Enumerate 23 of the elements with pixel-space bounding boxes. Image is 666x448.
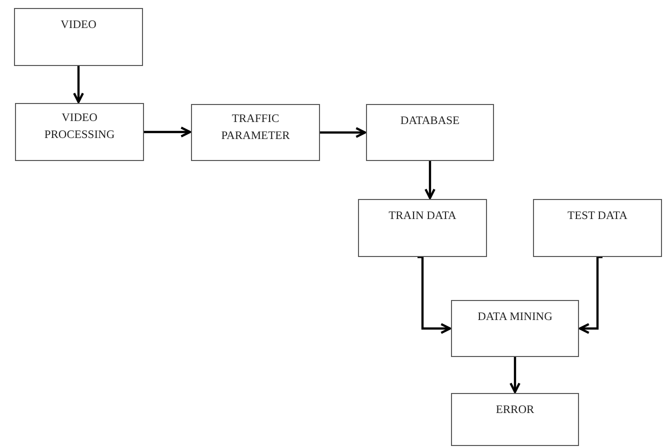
- arrow: [144, 126, 192, 138]
- arrow: [510, 357, 520, 394]
- box-label: VIDEO: [60, 18, 96, 33]
- box-label: DATABASE: [400, 114, 460, 129]
- process-box: [451, 300, 579, 357]
- process-box: [358, 199, 487, 257]
- arrow: [73, 66, 84, 104]
- process-box: [451, 393, 579, 446]
- arrow: [320, 127, 366, 138]
- arrow: [424, 161, 436, 200]
- process-box: [533, 199, 662, 257]
- arrow: [578, 256, 602, 334]
- box-label: VIDEO PROCESSING: [43, 111, 116, 143]
- process-box: [191, 104, 320, 161]
- box-label: TEST DATA: [568, 209, 628, 224]
- arrow: [418, 256, 452, 334]
- box-label: ERROR: [496, 403, 534, 418]
- process-box: [14, 8, 143, 66]
- process-box: [15, 103, 144, 161]
- box-label: TRAFFIC PARAMETER: [220, 112, 291, 144]
- box-label: DATA MINING: [478, 310, 552, 325]
- box-label: TRAIN DATA: [388, 209, 456, 224]
- process-box: [366, 104, 494, 161]
